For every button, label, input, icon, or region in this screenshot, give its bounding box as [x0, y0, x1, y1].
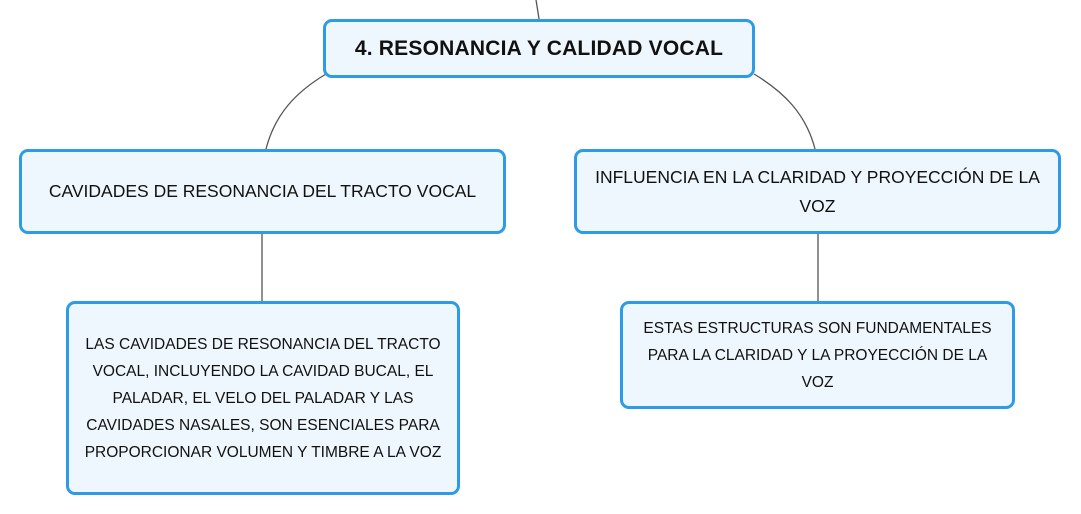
subtopic-label-clarity-projection: INFLUENCIA EN LA CLARIDAD Y PROYECCIÓN D…: [595, 166, 1040, 216]
connector-parent-to-root: [535, 0, 540, 20]
subtopic-node-clarity-projection[interactable]: INFLUENCIA EN LA CLARIDAD Y PROYECCIÓN D…: [574, 149, 1061, 234]
detail-node-resonance-cavities[interactable]: LAS CAVIDADES DE RESONANCIA DEL TRACTO V…: [66, 301, 460, 495]
detail-node-clarity-projection[interactable]: ESTAS ESTRUCTURAS SON FUNDAMENTALES PARA…: [620, 301, 1015, 409]
subtopic-label-resonance-cavities: CAVIDADES DE RESONANCIA DEL TRACTO VOCAL: [48, 181, 477, 201]
detail-label-clarity-projection: ESTAS ESTRUCTURAS SON FUNDAMENTALES PARA…: [643, 319, 992, 391]
connector-root-to-left-main: [265, 73, 327, 150]
root-topic-label: 4. RESONANCIA Y CALIDAD VOCAL: [354, 36, 724, 60]
subtopic-node-resonance-cavities[interactable]: CAVIDADES DE RESONANCIA DEL TRACTO VOCAL: [19, 149, 506, 234]
detail-label-resonance-cavities: LAS CAVIDADES DE RESONANCIA DEL TRACTO V…: [84, 335, 442, 461]
root-topic-node[interactable]: 4. RESONANCIA Y CALIDAD VOCAL: [323, 19, 755, 78]
connector-root-to-right-main: [753, 73, 816, 150]
